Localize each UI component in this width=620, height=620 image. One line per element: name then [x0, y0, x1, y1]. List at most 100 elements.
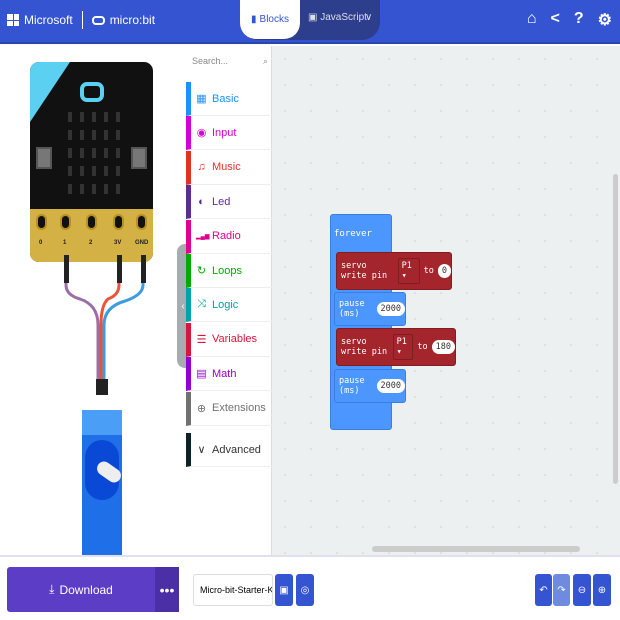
pin-label: GND	[135, 240, 149, 246]
button-a[interactable]	[36, 147, 52, 169]
touch-logo[interactable]	[80, 82, 104, 102]
toolbox-category-music[interactable]: ♫Music	[186, 150, 272, 185]
puzzle-icon: ▮	[251, 14, 257, 25]
brand-product: micro:bit	[109, 13, 156, 27]
bottom-bar: ⤓Download ••• Micro-bit-Starter-Kit-Exp …	[0, 555, 620, 620]
board-corner	[30, 62, 70, 122]
undo-button[interactable]: ↶	[535, 574, 552, 606]
project-name-input[interactable]: Micro-bit-Starter-Kit-Exp	[193, 574, 273, 606]
angle-input[interactable]: 180	[431, 340, 455, 354]
more-options-button[interactable]: •••	[155, 567, 179, 612]
calculator-icon: ▤	[196, 368, 207, 381]
category-label: Variables	[212, 333, 258, 346]
redo-icon: ↷	[557, 584, 566, 596]
zoom-out-icon: ⊖	[577, 584, 587, 596]
category-label: Led	[212, 195, 231, 208]
pin-3v[interactable]	[113, 214, 124, 230]
vertical-scrollbar[interactable]	[613, 174, 618, 484]
undo-icon: ↶	[539, 584, 548, 596]
pause-block[interactable]: pause (ms)2000	[334, 292, 406, 326]
toolbox-category-radio[interactable]: ▂▄▆Radio	[186, 219, 272, 254]
servo-top	[82, 410, 122, 435]
toolbox-category-extensions[interactable]: ⊕Extensions	[186, 391, 272, 426]
settings-icon[interactable]: ⚙	[597, 12, 612, 29]
pin-label: 3V	[114, 240, 122, 246]
toolbox-advanced[interactable]: ∨Advanced	[186, 433, 272, 467]
category-label: Radio	[212, 230, 241, 243]
language-dropdown-chevron-icon[interactable]: ∨	[365, 12, 373, 23]
pause-input[interactable]: 2000	[376, 379, 405, 393]
plus-circle-icon: ⊕	[196, 402, 207, 415]
block-label: servo write pin	[341, 261, 388, 281]
toolbox: Search... ⌕ ▦ Basic ◉ Input ♫Music ◐ Led ▂▄▆Radi…	[186, 46, 272, 555]
js-icon: ▣	[308, 12, 321, 23]
zoom-out-button[interactable]: ⊖	[573, 574, 591, 606]
servo-wires	[64, 255, 146, 395]
help-icon[interactable]: ?	[573, 10, 584, 27]
tab-blocks[interactable]: ▮Blocks	[240, 0, 300, 39]
share-icon[interactable]: <	[550, 10, 560, 27]
brand-microsoft: Microsoft	[24, 13, 73, 27]
home-icon[interactable]: ⌂	[526, 10, 537, 27]
download-button[interactable]: ⤓Download	[7, 567, 155, 612]
angle-input[interactable]: 0	[437, 264, 451, 278]
pin-label: 1	[63, 240, 67, 246]
search-input[interactable]: Search...	[192, 56, 229, 66]
toolbox-category-math[interactable]: ▤Math	[186, 357, 272, 392]
microbit-board[interactable]: 0 1 2 3V GND	[30, 62, 153, 262]
pin-dropdown[interactable]: P1 ▾	[397, 258, 420, 284]
category-label: Input	[212, 126, 237, 139]
headphones-icon: ♫	[197, 161, 206, 174]
block-label: to	[423, 266, 434, 276]
blocks-workspace[interactable]	[272, 46, 620, 555]
block-label: pause (ms)	[339, 376, 365, 396]
servo-motor[interactable]	[82, 410, 124, 555]
toolbox-category-basic[interactable]: ▦ Basic	[186, 82, 272, 116]
editor-toggle: ▮Blocks ▣ JavaScript ∨	[240, 0, 380, 40]
loop-icon: ↻	[196, 265, 207, 277]
list-icon: ☰	[196, 333, 207, 346]
chevron-down-icon: ∨	[197, 444, 206, 456]
toolbox-search[interactable]: Search... ⌕	[192, 56, 268, 67]
toolbox-category-input[interactable]: ◉ Input	[186, 116, 272, 151]
pin-2[interactable]	[86, 214, 97, 230]
pin-dropdown[interactable]: P1 ▾	[392, 334, 414, 360]
pin-gnd[interactable]	[136, 214, 147, 230]
category-label: Loops	[212, 264, 242, 277]
toolbox-category-variables[interactable]: ☰ Variables	[186, 322, 272, 357]
pause-input[interactable]: 2000	[376, 302, 405, 316]
grid-icon: ▦	[196, 93, 207, 105]
header: Microsoft micro:bit ▮Blocks ▣ JavaScript…	[0, 0, 620, 44]
block-label: to	[417, 342, 428, 352]
led-matrix	[68, 112, 120, 194]
tab-javascript-label: JavaScript	[320, 12, 367, 23]
pause-block[interactable]: pause (ms) 2000	[334, 369, 406, 403]
button-b[interactable]	[131, 147, 147, 169]
zoom-in-button[interactable]: ⊕	[593, 574, 611, 606]
brand[interactable]: Microsoft micro:bit	[7, 11, 155, 29]
search-icon[interactable]: ⌕	[262, 56, 268, 66]
forever-label: forever	[334, 229, 372, 239]
github-icon: ◎	[300, 584, 310, 596]
redo-button[interactable]: ↷	[553, 574, 570, 606]
pin-1[interactable]	[60, 214, 71, 230]
divider	[81, 11, 83, 29]
save-icon: ▣	[279, 584, 289, 596]
github-button[interactable]: ◎	[296, 574, 314, 606]
pin-0[interactable]	[36, 214, 47, 230]
led-icon: ◐	[198, 195, 205, 208]
horizontal-scrollbar[interactable]	[372, 546, 580, 552]
toolbox-category-loops[interactable]: ↻ Loops	[186, 254, 272, 288]
pin-label: 0	[39, 240, 43, 246]
tab-javascript[interactable]: ▣ JavaScript	[308, 12, 367, 23]
download-label: Download	[59, 582, 113, 597]
tab-blocks-label: Blocks	[259, 14, 289, 25]
toolbox-category-logic[interactable]: ⤨Logic	[186, 288, 272, 323]
category-label: Basic	[212, 92, 239, 105]
zoom-in-icon: ⊕	[597, 584, 607, 596]
save-button[interactable]: ▣	[275, 574, 293, 606]
input-icon: ◉	[196, 127, 207, 140]
toolbox-category-led[interactable]: ◐ Led	[186, 185, 272, 220]
